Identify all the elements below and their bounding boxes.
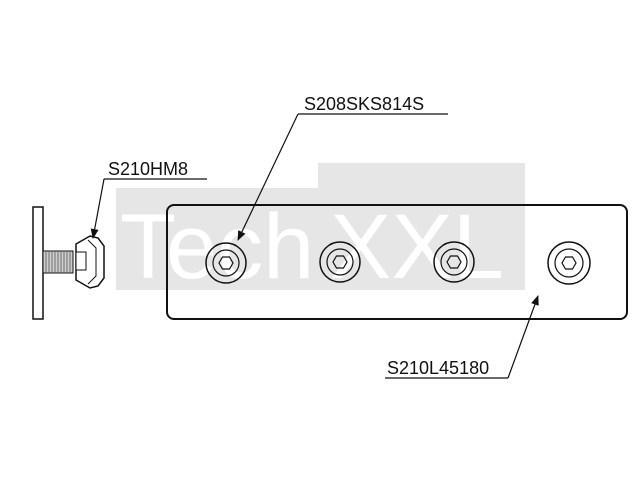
tbolt-head-plate <box>32 206 44 320</box>
callout-plate-leader <box>507 295 539 379</box>
thread-lines <box>45 251 71 273</box>
hex-socket-icon <box>332 255 348 269</box>
callout-plate: S210L45180 <box>385 295 539 379</box>
techxxl-watermark: Tech XXL <box>116 163 525 298</box>
screw-3 <box>433 241 475 283</box>
watermark-box-right <box>318 163 525 290</box>
screw-head-inner <box>554 248 584 278</box>
callout-screw-leader <box>237 113 299 241</box>
screw-4 <box>547 241 591 285</box>
screw-1 <box>205 242 247 284</box>
callout-plate-label: S210L45180 <box>387 358 489 378</box>
screw-2 <box>319 241 361 283</box>
screw-head-inner <box>326 248 354 276</box>
screw-head-outer <box>319 241 361 283</box>
hex-socket-icon <box>561 256 577 270</box>
screw-head-outer <box>547 241 591 285</box>
hammer-nut-icon <box>75 235 105 289</box>
screw-head-inner <box>212 249 240 277</box>
screw-head-outer <box>205 242 247 284</box>
callout-screw-label: S208SKS814S <box>304 94 424 114</box>
watermark-text-xxl: XXL <box>330 196 504 298</box>
callout-screw: S208SKS814S <box>237 94 448 241</box>
callout-hammer-nut: S210HM8 <box>90 159 207 239</box>
callout-nut-leader <box>90 178 105 239</box>
tbolt-side-view <box>32 206 74 320</box>
callout-nut-label: S210HM8 <box>108 159 188 179</box>
screw-head-inner <box>440 248 468 276</box>
watermark-text-tech: Tech <box>120 196 314 298</box>
hex-socket-icon <box>218 256 234 270</box>
connector-plate <box>166 204 628 320</box>
hex-socket-icon <box>446 255 462 269</box>
screw-head-outer <box>433 241 475 283</box>
